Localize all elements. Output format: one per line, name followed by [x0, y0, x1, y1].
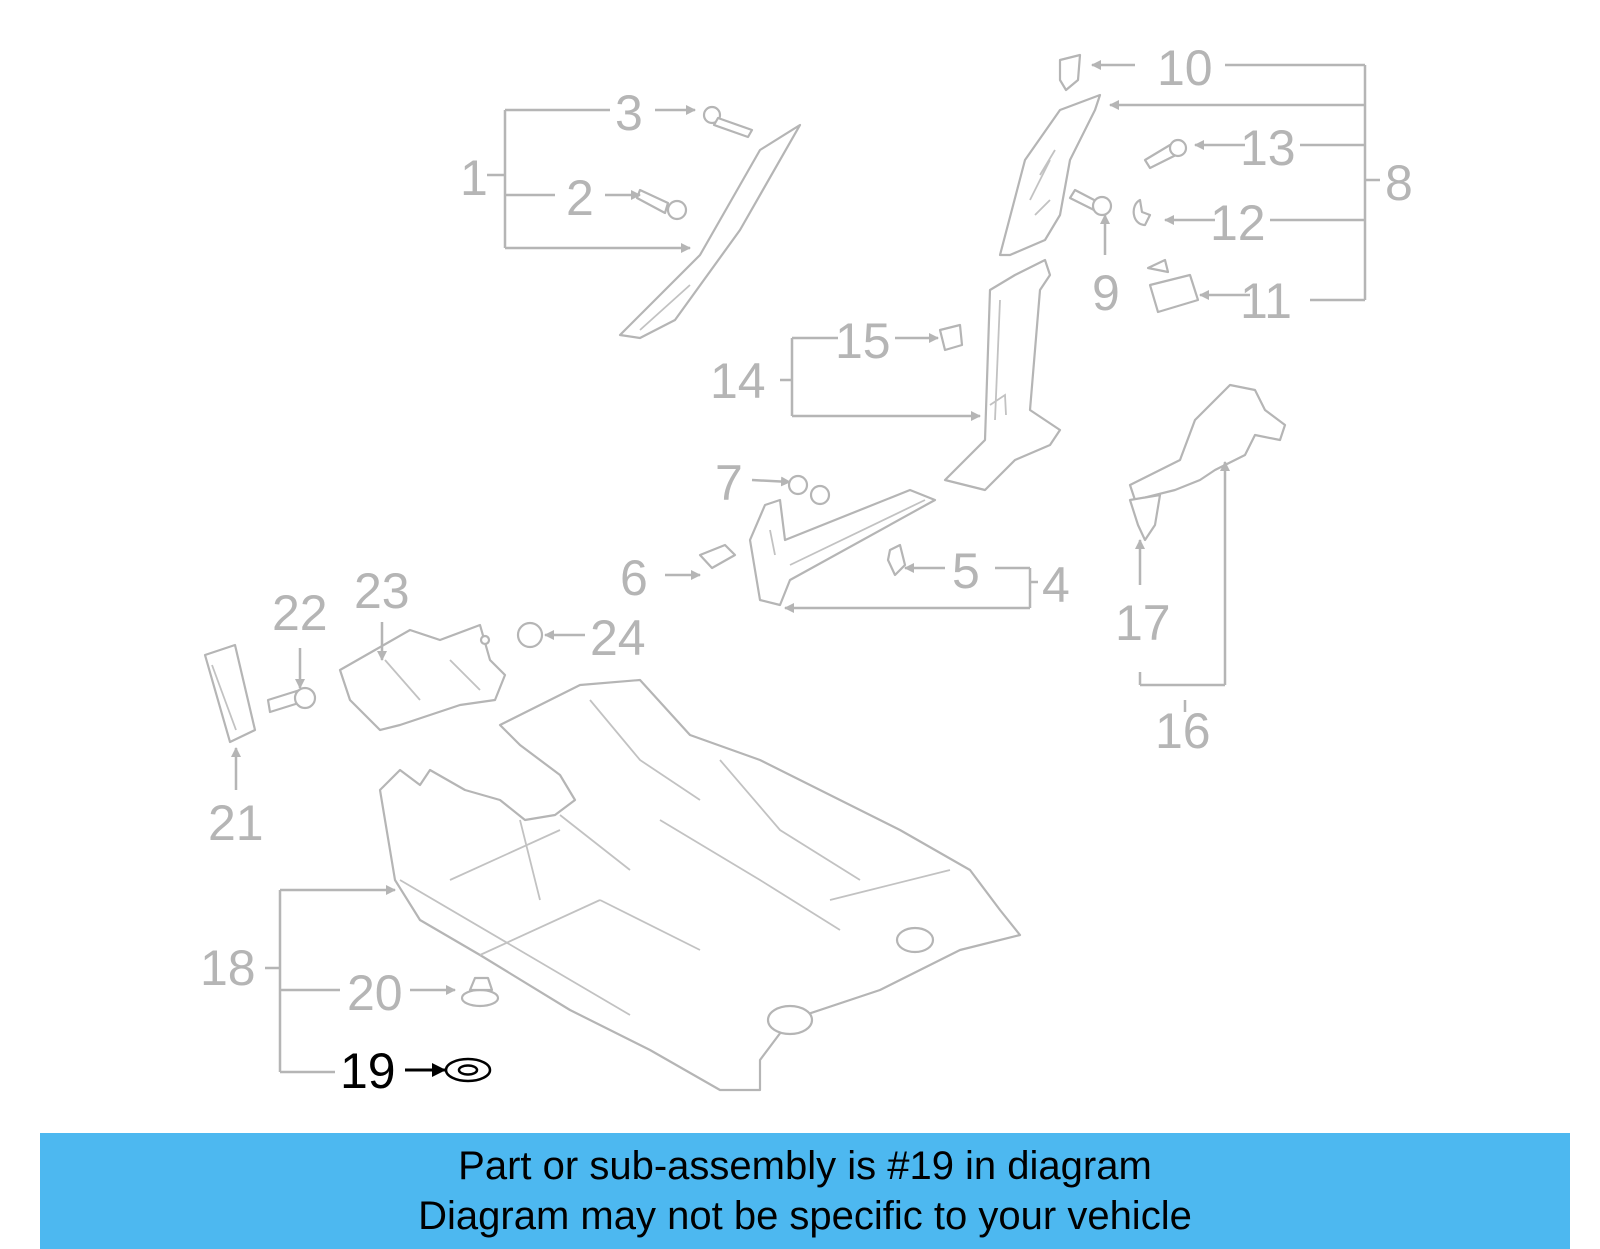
- callout-10: 10: [1157, 40, 1213, 96]
- cap-6: [698, 543, 737, 570]
- hook-12: [1132, 198, 1152, 227]
- callout-23: 23: [354, 563, 410, 619]
- callout-19: 19: [340, 1043, 396, 1099]
- screw-13: [1143, 138, 1188, 170]
- callout-12: 12: [1210, 195, 1266, 251]
- parts-diagram: 1 2 3 4 5 6 7 8 9 10 11 12 13 14 15 16 1…: [200, 40, 1413, 1099]
- callout-21: 21: [208, 795, 264, 851]
- kick-panel-cover: [203, 643, 257, 744]
- cover-11: [1146, 258, 1200, 314]
- callout-9: 9: [1092, 265, 1120, 321]
- callout-5: 5: [952, 543, 980, 599]
- callout-22: 22: [272, 585, 328, 641]
- callout-2: 2: [566, 170, 594, 226]
- callout-7: 7: [715, 455, 743, 511]
- a-pillar-trim: [618, 123, 802, 340]
- callout-20: 20: [347, 965, 403, 1021]
- grommet-24: [516, 621, 544, 649]
- callout-16: 16: [1155, 703, 1211, 759]
- scuff-plate: [748, 488, 937, 607]
- callout-17: 17: [1115, 595, 1171, 651]
- callout-13: 13: [1240, 120, 1296, 176]
- clip-17: [1128, 493, 1162, 542]
- grommet-19: [444, 1057, 492, 1083]
- callout-6: 6: [620, 550, 648, 606]
- callout-15: 15: [835, 313, 891, 369]
- screw-2: [635, 188, 688, 221]
- callout-3: 3: [615, 85, 643, 141]
- banner-line-disclaimer: Diagram may not be specific to your vehi…: [418, 1194, 1192, 1238]
- clip-20: [460, 976, 500, 1008]
- callout-14: 14: [710, 353, 766, 409]
- bolt-22: [266, 686, 317, 714]
- screw-9: [1068, 188, 1113, 217]
- callout-8: 8: [1385, 155, 1413, 211]
- callout-4: 4: [1042, 557, 1070, 613]
- callout-1: 1: [460, 150, 488, 206]
- banner-line-part: Part or sub-assembly is #19 in diagram: [458, 1144, 1152, 1188]
- c-pillar-upper-trim: [998, 53, 1102, 257]
- clip-5: [886, 543, 907, 577]
- leader-lines: [231, 60, 1380, 1077]
- callout-24: 24: [590, 610, 646, 666]
- callout-11: 11: [1240, 273, 1292, 329]
- b-pillar-lower-trim: [943, 258, 1062, 492]
- bracket-23: [338, 623, 507, 732]
- clip-7: [787, 474, 831, 506]
- rear-sill-trim: [1128, 383, 1287, 502]
- floor-carpet: [378, 678, 1022, 1092]
- callout-18: 18: [200, 940, 256, 996]
- clip-3: [702, 105, 754, 139]
- callout-numbers: 1 2 3 4 5 6 7 8 9 10 11 12 13 14 15 16 1…: [200, 40, 1413, 1099]
- info-banner: Part or sub-assembly is #19 in diagram D…: [40, 1133, 1570, 1249]
- clip-15: [938, 323, 964, 352]
